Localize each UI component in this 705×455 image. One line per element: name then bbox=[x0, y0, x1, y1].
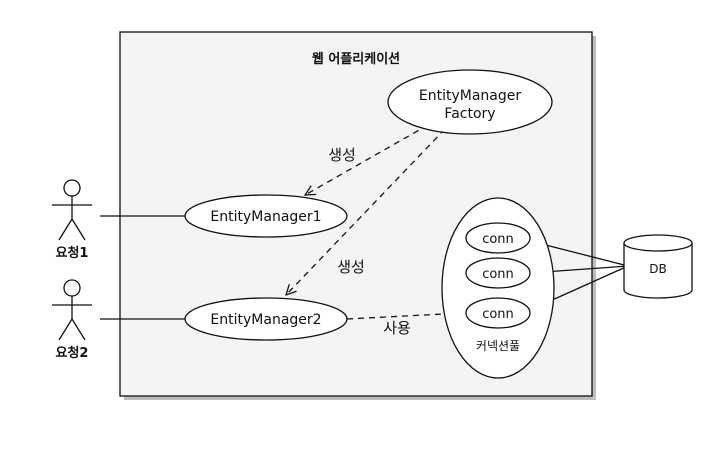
connection-1 bbox=[465, 222, 531, 254]
connection-1-label: conn bbox=[482, 232, 514, 247]
entity-manager-factory bbox=[387, 69, 553, 135]
factory-label-line1: EntityManager bbox=[419, 88, 521, 104]
actor-1-icon bbox=[52, 179, 92, 241]
create-arrow-2 bbox=[286, 128, 446, 295]
container-title: 웹 어플리케이션 bbox=[312, 51, 400, 67]
use-arrow bbox=[346, 313, 463, 320]
entity-manager-2 bbox=[184, 297, 348, 341]
create-label-1: 생성 bbox=[328, 146, 356, 164]
entity-manager-2-label: EntityManager2 bbox=[210, 312, 321, 328]
database-cylinder bbox=[623, 234, 693, 299]
factory-label-line2: Factory bbox=[444, 106, 495, 122]
create-arrow-1 bbox=[305, 124, 429, 195]
connection-2 bbox=[465, 257, 531, 289]
database-label: DB bbox=[649, 262, 666, 276]
actor-1-label: 요청1 bbox=[56, 245, 89, 261]
connection-pool-label: 커넥션풀 bbox=[476, 339, 520, 353]
connection-3 bbox=[465, 297, 531, 329]
actor-2-label: 요청2 bbox=[56, 345, 89, 361]
create-label-2: 생성 bbox=[337, 258, 365, 276]
entity-manager-1 bbox=[184, 194, 348, 238]
actor-2-icon bbox=[52, 279, 92, 341]
connection-2-label: conn bbox=[482, 267, 514, 282]
use-label: 사용 bbox=[383, 319, 411, 337]
connection-3-label: conn bbox=[482, 307, 514, 322]
entity-manager-1-label: EntityManager1 bbox=[210, 209, 321, 225]
